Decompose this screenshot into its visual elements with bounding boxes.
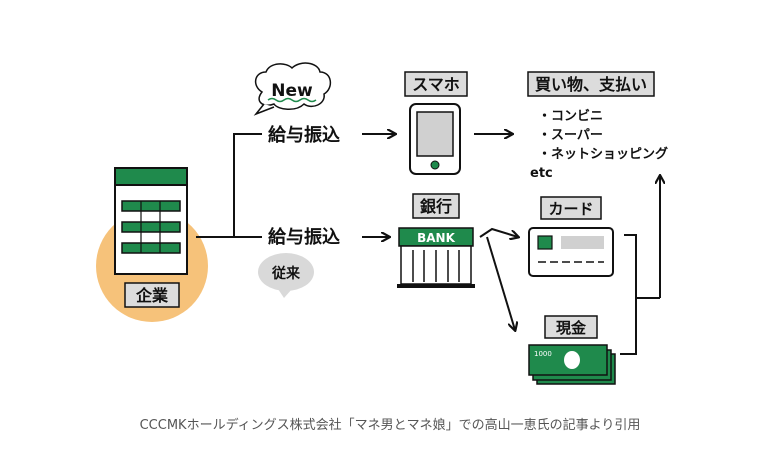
new-underline	[267, 97, 317, 103]
smartphone-icon	[409, 103, 461, 175]
source-caption: CCCMKホールディングス株式会社「マネ男とマネ娘」での高山一恵氏の記事より引用	[139, 418, 641, 433]
conventional-label: 従来	[271, 265, 301, 282]
banknote-icon: 1000	[528, 344, 616, 385]
bank-label-box	[412, 193, 460, 219]
card-label-box	[540, 196, 602, 220]
shopping-item: ・ネットショッピング	[538, 146, 668, 162]
return-lines	[620, 176, 660, 355]
shopping-item: ・コンビニ	[538, 108, 603, 124]
salary-transfer-label-top: 給与振込	[268, 124, 340, 146]
company-branch-lines	[196, 133, 262, 238]
card-group: カード	[528, 196, 614, 277]
company-label: 企業	[135, 286, 169, 305]
arrow-bank-to-cash	[486, 236, 515, 330]
new-badge: New	[253, 62, 332, 116]
shopping-label: 買い物、支払い	[535, 75, 647, 94]
shopping-item: ・スーパー	[538, 128, 603, 143]
shopping-item: etc	[530, 166, 553, 181]
new-label: New	[271, 81, 313, 101]
building-icon	[114, 167, 188, 275]
cash-group: 現金 1000	[528, 315, 616, 385]
shopping-group: 買い物、支払い ・コンビニ ・スーパー ・ネットショッピング etc	[527, 71, 668, 181]
company-label-box	[124, 282, 180, 308]
arrow-bank-to-card	[479, 227, 518, 237]
cash-label-box	[544, 315, 598, 339]
salary-transfer-label-bottom: 給与振込	[268, 226, 340, 248]
cash-label: 現金	[556, 319, 587, 337]
smartphone-label: スマホ	[412, 75, 460, 94]
conventional-badge: 従来	[258, 253, 314, 298]
credit-card-icon	[528, 227, 614, 277]
banknote-value: 1000	[534, 350, 552, 358]
bank-icon: BANK	[397, 227, 475, 288]
smartphone-label-box	[404, 71, 468, 97]
shopping-label-box	[527, 71, 655, 97]
bank-label: 銀行	[420, 197, 452, 216]
smartphone-group: スマホ	[404, 71, 468, 175]
card-label: カード	[548, 200, 593, 218]
bank-sign: BANK	[417, 231, 455, 245]
bank-group: 銀行 BANK	[397, 193, 475, 288]
company-group: 企業	[96, 167, 208, 322]
